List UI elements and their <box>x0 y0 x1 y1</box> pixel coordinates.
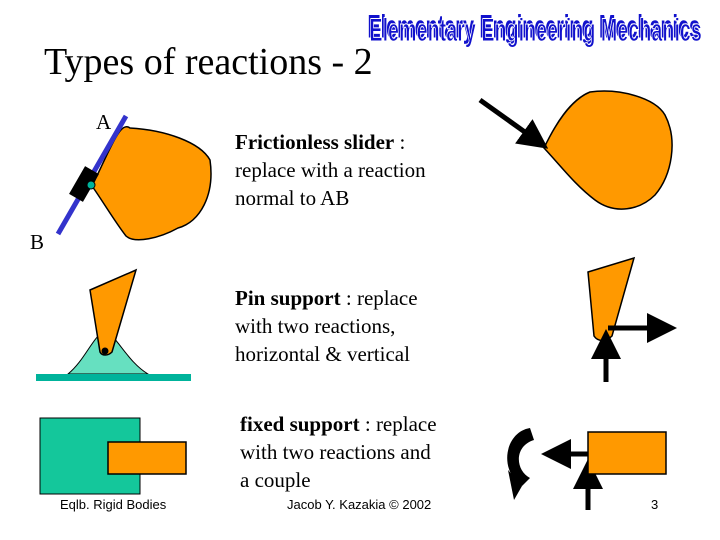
slider-reaction-drawing <box>478 90 673 210</box>
label-a: A <box>96 110 112 134</box>
logo: Elementary Engineering Mechanics Element… <box>368 9 703 48</box>
slide-title: Types of reactions - 2 <box>44 41 373 83</box>
slider-body-drawing <box>91 125 212 241</box>
logo-shadow-text: Elementary Engineering Mechanics <box>368 9 701 45</box>
slider-pin <box>86 180 96 190</box>
fixed-term: fixed support <box>240 412 360 436</box>
pin-description: Pin support : replace with two reactions… <box>235 284 418 368</box>
slider-block <box>69 166 99 202</box>
pin-line-3: horizontal & vertical <box>235 342 410 366</box>
pin-line-2: with two reactions, <box>235 314 396 338</box>
pin-line-1: : replace <box>340 286 418 310</box>
label-b: B <box>30 230 45 254</box>
fixed-line-3: a couple <box>240 468 311 492</box>
pin-term: Pin support <box>235 286 341 310</box>
page-number: 3 <box>651 497 659 512</box>
logo-text: Elementary Engineering Mechanics <box>369 13 702 48</box>
slider-line-3: normal to AB <box>235 186 350 210</box>
footer-center: Jacob Y. Kazakia © 2002 <box>287 497 432 512</box>
slider-line-1: : <box>394 130 406 154</box>
pin-reaction-drawing <box>587 256 677 382</box>
footer-left: Eqlb. Rigid Bodies <box>60 497 167 512</box>
fixed-support-drawing <box>39 417 187 495</box>
slider-line-2: replace with a reaction <box>235 158 426 182</box>
slider-description: Frictionless slider : replace with a rea… <box>235 128 426 212</box>
pin-support-drawing <box>36 268 191 381</box>
fixed-line-1: : replace <box>359 412 437 436</box>
fixed-reaction-drawing <box>507 428 667 510</box>
slider-term: Frictionless slider <box>235 130 395 154</box>
fixed-description: fixed support : replace with two reactio… <box>240 410 437 494</box>
fixed-line-2: with two reactions and <box>240 440 431 464</box>
